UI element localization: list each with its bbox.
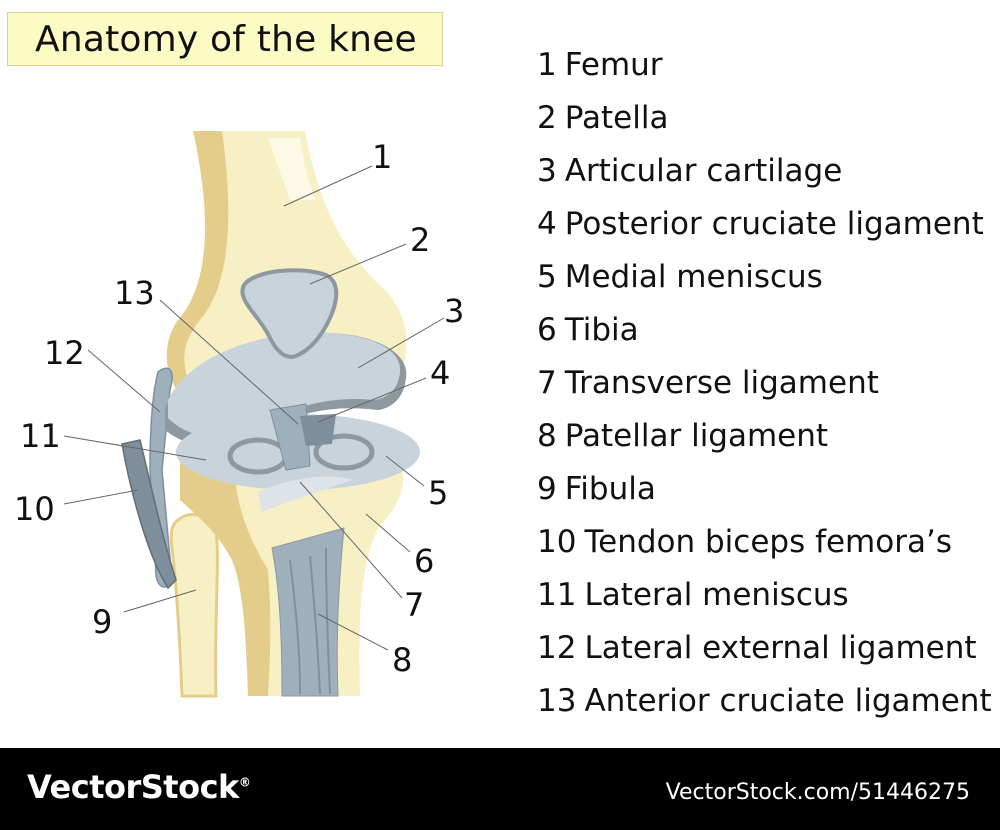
legend-number: 4 — [537, 206, 557, 242]
callout-7: 7 — [404, 586, 424, 624]
leader-line — [365, 513, 411, 553]
title-box: Anatomy of the knee — [7, 12, 443, 66]
legend-number: 13 — [537, 683, 577, 719]
leader-line — [283, 165, 373, 207]
legend-label: Lateral external ligament — [584, 630, 977, 666]
legend-label: Lateral meniscus — [584, 577, 849, 613]
legend-number: 11 — [537, 577, 577, 613]
callout-6: 6 — [414, 542, 434, 580]
leader-line — [63, 435, 207, 461]
legend-label: Anterior cruciate ligament — [584, 683, 992, 719]
diagram-title: Anatomy of the knee — [35, 19, 417, 60]
callout-1: 1 — [372, 138, 392, 176]
registered-mark: ® — [238, 775, 251, 790]
femur-shadow — [166, 131, 229, 400]
legend-number: 1 — [537, 47, 557, 83]
legend-label: Tibia — [564, 312, 639, 348]
legend-label: Tendon biceps femora’s — [584, 524, 952, 560]
leader-line — [357, 317, 445, 369]
legend-number: 7 — [537, 365, 557, 401]
callout-3: 3 — [444, 292, 464, 330]
image-reference: VectorStock.com/51446275 — [665, 780, 970, 805]
patellar-ligament-fibers — [289, 547, 331, 695]
lateral-meniscus-shape — [227, 437, 289, 475]
callout-11: 11 — [20, 417, 61, 455]
leader-line — [309, 243, 407, 285]
callout-10: 10 — [14, 490, 55, 528]
legend-label: Posterior cruciate ligament — [564, 206, 984, 242]
legend-number: 3 — [537, 153, 557, 189]
legend-number: 5 — [537, 259, 557, 295]
leader-line — [123, 589, 197, 613]
leader-line — [159, 299, 299, 425]
transverse-ligament-shape — [258, 476, 352, 512]
legend-label: Fibula — [564, 471, 656, 507]
legend-label: Patella — [564, 100, 669, 136]
anterior-cruciate-ligament-shape — [269, 403, 311, 471]
femur-highlight — [268, 138, 316, 200]
callout-2: 2 — [410, 221, 430, 259]
legend-number: 2 — [537, 100, 557, 136]
brand-name: VectorStock — [27, 768, 239, 806]
legend-number: 9 — [537, 471, 557, 507]
femur-shape — [169, 131, 407, 400]
legend-label: Femur — [564, 47, 663, 83]
leader-line — [299, 481, 403, 599]
leader-line — [63, 489, 139, 505]
legend-label: Patellar ligament — [564, 418, 829, 454]
callout-4: 4 — [430, 354, 450, 392]
legend-number: 10 — [537, 524, 577, 560]
legend-label: Medial meniscus — [564, 259, 823, 295]
leader-line — [317, 377, 427, 423]
footer-bar: VectorStock® VectorStock.com/51446275 — [0, 748, 1000, 830]
callout-13: 13 — [114, 274, 155, 312]
patella-shape — [240, 268, 339, 359]
legend-label: Transverse ligament — [564, 365, 879, 401]
legend-number: 6 — [537, 312, 557, 348]
tendon-biceps-femoris-shape — [121, 439, 177, 590]
callout-5: 5 — [428, 474, 448, 512]
legend-number: 12 — [537, 630, 577, 666]
posterior-cruciate-ligament-shape — [300, 414, 336, 446]
callout-12: 12 — [44, 334, 85, 372]
fibula-shape — [169, 513, 219, 698]
legend-label: Articular cartilage — [564, 153, 843, 189]
legend-number: 8 — [537, 418, 557, 454]
callout-8: 8 — [392, 641, 412, 679]
callout-9: 9 — [92, 603, 112, 641]
brand-logo: VectorStock® — [27, 768, 251, 806]
patellar-ligament-shape — [271, 527, 345, 697]
knee-illustration: 1 2 3 4 5 6 7 8 9 10 11 12 13 — [14, 131, 464, 698]
leader-line — [317, 613, 389, 651]
tibia-shadow — [180, 450, 271, 696]
leader-line — [87, 349, 161, 413]
leader-line — [385, 455, 425, 487]
